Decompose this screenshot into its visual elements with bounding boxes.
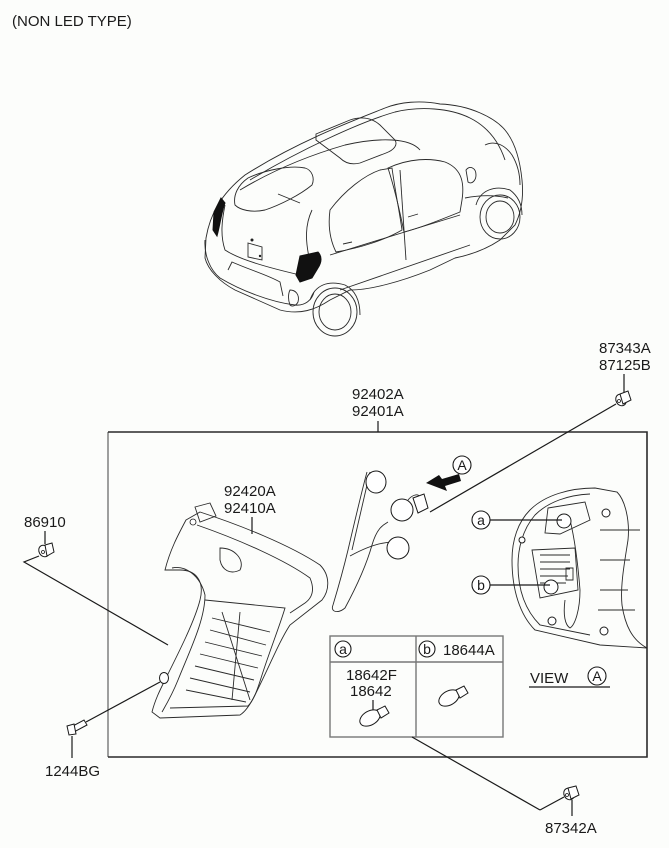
car-illustration: [204, 101, 523, 337]
diagram-title: (NON LED TYPE): [12, 13, 132, 30]
bolt-1244BG-icon: [66, 719, 88, 736]
part-label-18644A: 18644A: [443, 642, 495, 659]
bulb-b-marker-circle: [418, 640, 436, 658]
part-label-87343A-text: 87343A: [599, 340, 651, 357]
callout-b: b: [477, 577, 485, 593]
bulb-b-marker: b: [423, 641, 431, 657]
part-label-92402A: 92402A: [352, 386, 404, 403]
bulb-a-marker: a: [339, 641, 347, 657]
part-label-18642: 18642: [350, 683, 392, 700]
part-label-1244BG: 1244BG: [45, 763, 100, 780]
view-a-lamp-back: [511, 487, 648, 649]
screw-86910-icon: [38, 542, 55, 558]
bulb-a-icon: [359, 705, 390, 727]
bulb-b-icon: [438, 685, 469, 707]
part-label-18642F: 18642F: [346, 667, 397, 684]
view-label-marker: A: [592, 668, 602, 684]
callout-a: a: [477, 512, 485, 528]
wiring-harness: [331, 470, 429, 612]
part-label-92420A: 92420A: [224, 483, 276, 500]
view-arrow-marker: A: [457, 457, 467, 473]
bulb-table: [329, 635, 504, 738]
part-label-92401A: 92401A: [352, 403, 404, 420]
view-label: VIEW: [530, 670, 569, 687]
view-label-marker-circle: [587, 666, 607, 686]
part-label-87342A: 87342A: [545, 820, 597, 837]
bulb-a-marker-circle: [334, 640, 352, 658]
part-label-87125B: 87125B: [599, 357, 651, 374]
part-label-86910: 86910: [24, 514, 66, 531]
tail-lamp-housing: [151, 502, 329, 719]
view-marker-A-circle: [452, 455, 472, 475]
grommet-top-icon: [615, 390, 632, 407]
view-arrow-icon: [426, 474, 461, 491]
grommet-bottom-icon: [563, 785, 580, 801]
part-label-92410A: 92410A: [224, 500, 276, 517]
